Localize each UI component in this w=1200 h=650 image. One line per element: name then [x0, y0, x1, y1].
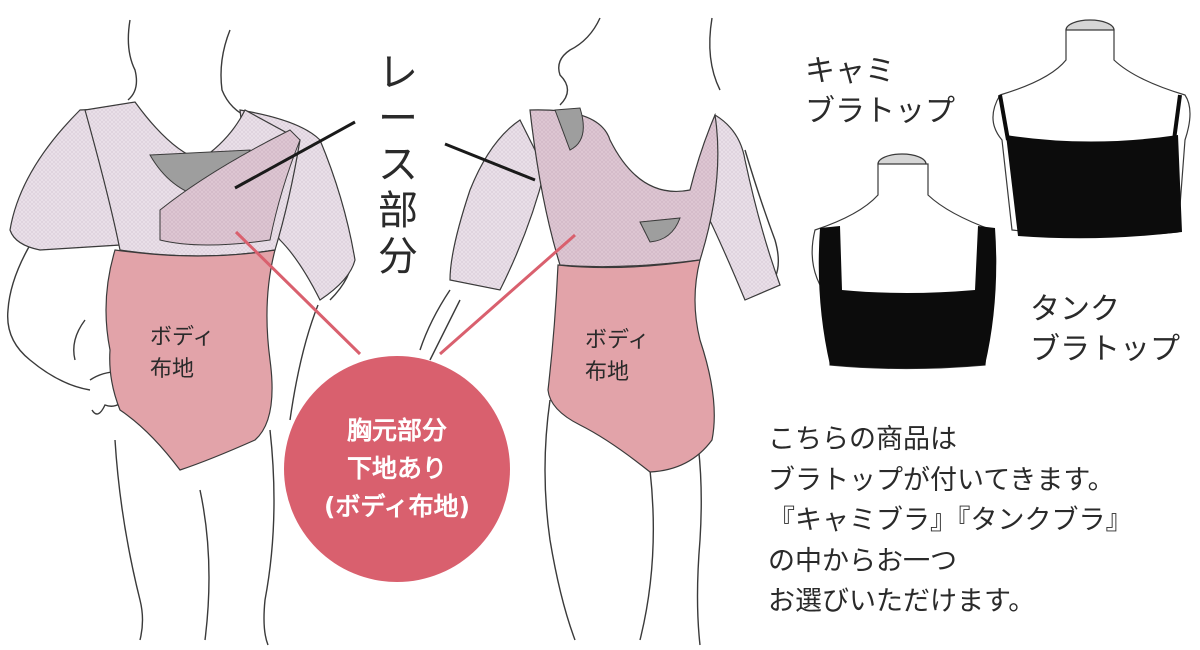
back-lace-bodice [529, 109, 719, 268]
callout-line: 下地あり [346, 454, 447, 483]
body-pointer-line-left [234, 230, 362, 356]
body-pointer-line-right [439, 233, 576, 356]
back-gray-insert-2 [639, 217, 681, 243]
back-right-sleeve [699, 114, 781, 301]
notice-line: お選びいただけます。 [768, 586, 1036, 617]
tank-bra-body [818, 226, 997, 369]
front-body-fabric [105, 249, 276, 471]
lace-pointer-line-left [234, 120, 356, 190]
notice-line: 『キャミブラ』『タンクブラ』 [768, 505, 1133, 536]
chest-lining-callout: 胸元部分 下地あり (ボディ布地) [284, 356, 510, 582]
cami-bra-label-line: ブラトップ [805, 94, 955, 129]
back-view-figure [419, 17, 779, 646]
lace-label-char: ー [378, 96, 418, 142]
back-left-sleeve [449, 119, 546, 291]
callout-line: (ボディ布地) [323, 492, 471, 521]
body-fabric-label-line: 布地 [585, 360, 630, 385]
front-lace-wrap [159, 129, 301, 246]
lace-label: レ ー ス 部 分 [368, 50, 428, 280]
cami-bra-body [1006, 135, 1182, 239]
back-gray-insert [554, 107, 584, 151]
notice-line: ブラトップが付いてきます。 [768, 464, 1115, 496]
tank-bra-label-line: ブラトップ [1030, 332, 1180, 367]
notice-line: の中からお一つ [768, 545, 957, 577]
body-fabric-label-line: 布地 [150, 357, 195, 382]
body-fabric-label-line: ボディ [150, 325, 215, 350]
body-fabric-label-front: ボディ 布地 [150, 322, 214, 386]
lace-label-char: 分 [378, 234, 418, 280]
cami-bra-label: キャミ ブラトップ [805, 52, 955, 132]
lace-label-char: 部 [378, 188, 418, 234]
cami-bra-strap-left [998, 94, 1010, 141]
body-fabric-label-line: ボディ [585, 328, 650, 353]
callout-line: 胸元部分 [346, 416, 447, 445]
cami-bra-strap-right [1172, 94, 1182, 141]
cami-bra-label-line: キャミ [805, 54, 895, 89]
cami-bra-mannequin [992, 19, 1191, 239]
back-body-fabric [547, 259, 715, 473]
body-fabric-label-back: ボディ 布地 [585, 325, 649, 389]
tank-bra-label-line: タンク [1030, 292, 1120, 327]
lace-label-char: ス [378, 142, 418, 188]
tank-bra-label: タンク ブラトップ [1030, 290, 1180, 370]
lace-pointer-line-right [444, 142, 536, 182]
notice-line: こちらの商品は [768, 424, 957, 455]
lace-label-char: レ [378, 50, 418, 96]
bra-included-notice: こちらの商品は ブラトップが付いてきます。 『キャミブラ』『タンクブラ』 の中か… [768, 420, 1200, 623]
tank-bra-mannequin [811, 153, 997, 370]
